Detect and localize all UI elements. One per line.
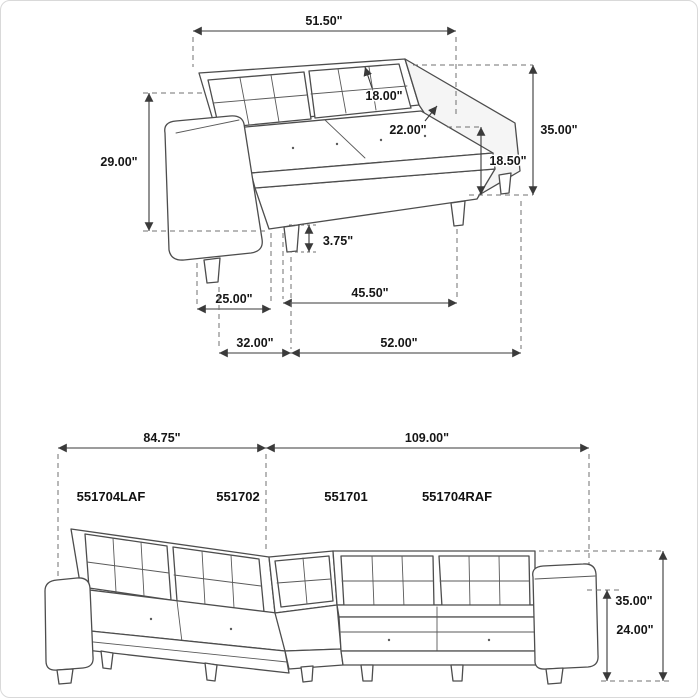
back-cushion-seam [468, 555, 471, 608]
seat-tuft-dot [379, 138, 383, 142]
dim-seat-width: 45.50" [282, 229, 458, 308]
loveseat-leg-front-left [203, 257, 221, 284]
loveseat-back-cushion-left [207, 71, 312, 129]
loveseat-diagram: 51.50" 18.00" 22.00" 29.00" 35.00" [99, 13, 579, 358]
tuft-dot [387, 638, 391, 642]
dim-label-leg-height: 3.75" [323, 234, 353, 248]
tuft-dot [229, 627, 233, 631]
back-cushion-seam [270, 74, 280, 123]
back-cushion-seam [371, 555, 375, 608]
back-cushion-seam [239, 77, 250, 126]
part-label-armless-left: 551702 [216, 489, 259, 504]
dim-seat-height: 18.50" [447, 126, 528, 195]
dim-label-back-cushion: 18.00" [365, 89, 402, 103]
loveseat-drawing [164, 58, 521, 284]
left-section-leg [100, 650, 114, 670]
dim-label-right-width: 109.00" [405, 431, 449, 445]
corner-seat [274, 604, 342, 652]
right-back-cushion-1 [340, 555, 435, 608]
dim-label-arm-depth: 25.00" [215, 292, 252, 306]
dim-label-back-width: 51.50" [305, 14, 342, 28]
loveseat-leg-front-middle [283, 224, 300, 253]
dim-overall-depth: 32.00" [218, 257, 292, 358]
dim-sectional-right-width: 109.00" [266, 430, 590, 573]
dim-back-height: 29.00" [99, 92, 265, 232]
sectional-drawing [44, 528, 599, 685]
leader-arrow [424, 105, 438, 122]
dim-label-overall-width: 52.00" [380, 336, 417, 350]
loveseat-back-cushion-right [308, 63, 412, 119]
dim-label-seat-width: 45.50" [351, 286, 388, 300]
loveseat-leg-back-right [498, 172, 512, 195]
back-cushion-seam [276, 578, 332, 584]
front-rail-seam [73, 639, 288, 663]
dim-label-left-width: 84.75" [143, 431, 180, 445]
part-label-raf: 551704RAF [422, 489, 492, 504]
seat-tuft-dot [335, 142, 339, 146]
dim-label-sectional-arm-height: 24.00" [616, 623, 653, 637]
back-cushion-seam [201, 550, 206, 606]
dim-label-overall-height: 35.00" [540, 123, 577, 137]
sectional-right-arm [532, 563, 599, 670]
seat-tuft-dot [423, 134, 427, 138]
right-section-seat-front [338, 616, 538, 652]
part-labels: 551704LAF 551702 551701 551704RAF [75, 488, 493, 506]
dim-arm-depth: 25.00" [196, 233, 272, 314]
back-cushion-seam [86, 561, 170, 574]
right-section-base [340, 650, 538, 666]
back-cushion-seam [498, 555, 501, 608]
loveseat-left-arm [164, 115, 263, 261]
back-cushion-seam [112, 537, 117, 593]
dim-label-overall-depth: 32.00" [236, 336, 273, 350]
dim-label-back-height: 29.00" [100, 155, 137, 169]
right-section-leg [360, 664, 374, 682]
loveseat-leg-front-right [450, 200, 466, 227]
loveseat-seat-divider-seam [324, 119, 366, 159]
part-label-armless-right: 551701 [324, 489, 367, 504]
right-arm-leg [545, 667, 564, 685]
dim-sectional-arm-height: 24.00" [587, 589, 655, 681]
part-label-laf: 551704LAF [77, 489, 146, 504]
leader-arrow [363, 66, 373, 89]
dim-back-width: 51.50" [192, 13, 457, 115]
back-cushion-seam [310, 85, 408, 95]
corner-cushion [274, 555, 334, 608]
dim-leg-height: 3.75" [289, 224, 355, 253]
corner-leg [300, 665, 314, 683]
dim-seat-depth: 22.00" [388, 105, 438, 139]
arm-top-seam [175, 119, 240, 134]
dim-label-seat-depth: 22.00" [389, 123, 426, 137]
right-back-cushion-2 [438, 555, 531, 608]
corner-front [284, 648, 344, 670]
arm-top-seam [534, 575, 596, 580]
sectional-left-arm [44, 577, 94, 671]
dim-label-sectional-height: 35.00" [615, 594, 652, 608]
left-arm-leg [56, 668, 74, 685]
right-section-leg [450, 664, 464, 682]
left-section-leg [204, 662, 218, 682]
dim-label-seat-height: 18.50" [489, 154, 526, 168]
dim-sectional-overall-height: 35.00" [539, 550, 669, 682]
tuft-dot [487, 638, 491, 642]
back-cushion-seam [401, 555, 405, 608]
back-cushion-seam [230, 554, 235, 609]
dim-sectional-left-width: 84.75" [57, 430, 267, 585]
seat-tuft-dot [291, 146, 295, 150]
dim-back-cushion: 18.00" [363, 66, 404, 105]
back-cushion-seam [212, 94, 308, 104]
tuft-dot [149, 617, 153, 621]
sectional-diagram: 84.75" 109.00" 551704LAF 551702 551701 5… [44, 430, 669, 685]
dim-overall-width: 52.00" [291, 201, 522, 358]
dim-overall-height: 35.00" [413, 64, 579, 196]
seat-divider-seam [176, 600, 183, 643]
back-cushion-seam [173, 574, 262, 587]
